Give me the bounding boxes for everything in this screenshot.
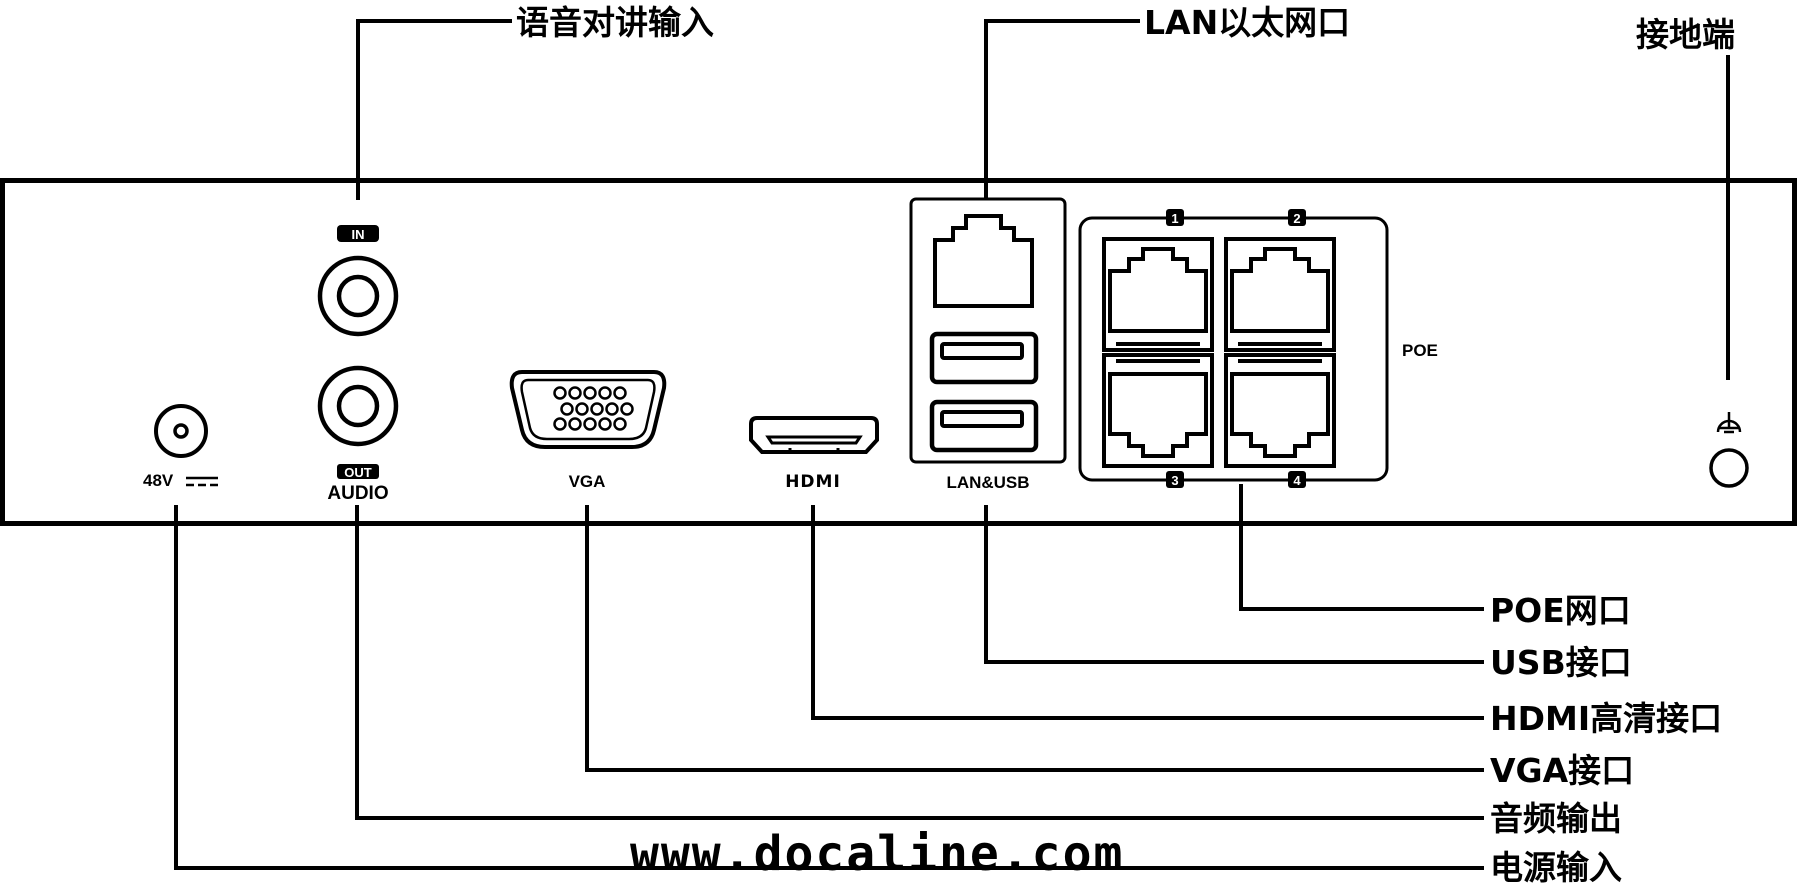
callout-line-audio-out xyxy=(355,505,1484,820)
poe-port-frame xyxy=(1102,237,1214,352)
poe-rj45-socket xyxy=(1230,247,1330,333)
audio-in-jack-outer xyxy=(317,255,399,337)
vga-pin xyxy=(620,402,634,416)
vga-pin xyxy=(613,417,627,431)
hdmi-label: HDMI xyxy=(785,472,841,492)
poe-port-1: 1 xyxy=(1102,209,1214,352)
callout-label-audio-in: 语音对讲输入 xyxy=(516,3,714,42)
ground-terminal xyxy=(1709,412,1749,488)
poe-port-number: 2 xyxy=(1293,211,1300,226)
vga-label: VGA xyxy=(569,472,606,491)
ground-screw xyxy=(1709,448,1749,488)
power-jack-pin xyxy=(173,423,189,439)
device-chassis xyxy=(0,178,1797,526)
poe-port-number: 3 xyxy=(1171,473,1178,488)
vga-pin xyxy=(568,417,582,431)
vga-shell-outer xyxy=(509,370,667,449)
vga-pin xyxy=(568,386,582,400)
vga-pin xyxy=(583,386,597,400)
callout-label-audio-out: 音频输出 xyxy=(1490,799,1622,838)
poe-label: POE xyxy=(1402,341,1438,360)
hdmi-port: HDMI xyxy=(749,416,879,492)
vga-pin xyxy=(598,386,612,400)
poe-port-number: 1 xyxy=(1171,211,1178,226)
vga-pin xyxy=(560,402,574,416)
lan-rj45-port xyxy=(933,214,1034,308)
poe-rj45-socket xyxy=(1108,247,1208,333)
callout-line-audio-in xyxy=(356,19,512,200)
audio-in-badge xyxy=(337,225,379,242)
audio-out-badge-label: OUT xyxy=(344,465,372,480)
poe-port-3: 3 xyxy=(1102,353,1214,488)
watermark-text: www.docaline.com xyxy=(630,826,1124,882)
power-jack-outer xyxy=(154,404,208,458)
poe-port-frame xyxy=(1102,353,1214,468)
poe-ports: 1 2 3 4 xyxy=(1102,209,1336,488)
callout-line-power xyxy=(174,505,1484,870)
vga-pins xyxy=(553,386,634,431)
callout-label-vga: VGA接口 xyxy=(1490,751,1634,790)
vga-pin xyxy=(590,402,604,416)
callout-label-poe: POE网口 xyxy=(1490,591,1631,630)
ground-symbol-icon xyxy=(1716,412,1742,434)
callout-line-vga xyxy=(585,505,1484,772)
callout-label-hdmi: HDMI高清接口 xyxy=(1490,699,1722,738)
callout-lines xyxy=(174,19,1730,870)
lan-usb-label: LAN&USB xyxy=(946,473,1029,492)
power-jack: 48V xyxy=(143,404,218,490)
callout-label-lan: LAN以太网口 xyxy=(1144,3,1350,42)
power-voltage-label: 48V xyxy=(143,471,174,490)
audio-ports: IN OUT AUDIO xyxy=(317,225,399,504)
poe-port-frame xyxy=(1224,237,1336,352)
audio-in-badge-label: IN xyxy=(352,227,365,242)
vga-pin xyxy=(553,417,567,431)
vga-pin xyxy=(613,386,627,400)
poe-port-frame xyxy=(1224,353,1336,468)
poe-rj45-socket xyxy=(1230,372,1330,458)
callout-label-power: 电源输入 xyxy=(1490,848,1622,887)
hdmi-shell xyxy=(749,416,879,454)
lan-usb-frame xyxy=(909,197,1067,464)
poe-port-number-badge xyxy=(1288,209,1306,226)
poe-frame xyxy=(1078,216,1389,482)
audio-in-jack-inner xyxy=(336,274,380,318)
poe-port-number-badge xyxy=(1166,209,1184,226)
callout-line-hdmi xyxy=(811,505,1484,720)
dc-symbol-icon xyxy=(186,476,218,487)
callout-line-lan xyxy=(984,19,1140,200)
audio-out-badge xyxy=(337,464,379,479)
poe-port-4: 4 xyxy=(1224,353,1336,488)
callout-line-poe xyxy=(1239,484,1484,611)
poe-port-number-badge xyxy=(1288,471,1306,488)
audio-label: AUDIO xyxy=(327,483,388,504)
vga-shell-inner xyxy=(520,378,656,441)
usb-port-2 xyxy=(929,399,1039,453)
vga-pin xyxy=(598,417,612,431)
vga-port: VGA xyxy=(509,370,667,491)
poe-rj45-socket xyxy=(1108,372,1208,458)
poe-port-2: 2 xyxy=(1224,209,1336,352)
poe-port-number: 4 xyxy=(1293,473,1301,488)
vga-pin xyxy=(605,402,619,416)
poe-port-number-badge xyxy=(1166,471,1184,488)
poe-block: 1 2 3 4 POE xyxy=(1078,209,1438,488)
hdmi-tongue xyxy=(765,435,863,445)
vga-pin xyxy=(583,417,597,431)
vga-pin xyxy=(575,402,589,416)
audio-out-jack-inner xyxy=(336,384,380,428)
callout-line-usb xyxy=(984,505,1484,664)
callout-label-usb: USB接口 xyxy=(1490,643,1632,682)
vga-pin xyxy=(553,386,567,400)
callout-label-ground: 接地端 xyxy=(1636,15,1735,54)
audio-out-jack-outer xyxy=(317,365,399,447)
lan-usb-block: LAN&USB xyxy=(909,197,1067,492)
usb-port-1 xyxy=(929,331,1039,385)
